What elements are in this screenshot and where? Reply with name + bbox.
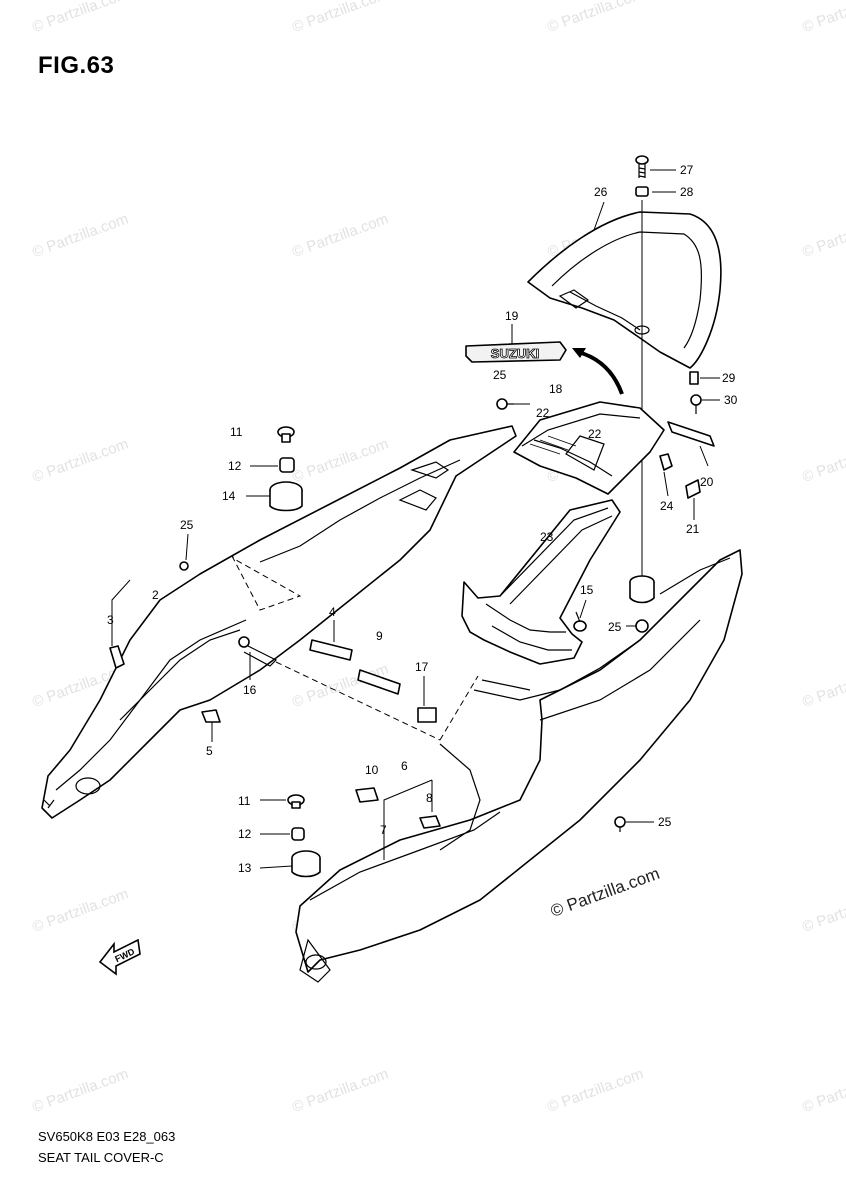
pad-3 [109,645,125,669]
callout-18: 18 [549,382,563,396]
pad-5 [201,709,221,723]
collar-lower [291,827,305,841]
screw-15 [573,611,587,632]
fasteners [109,371,715,878]
callout-7: 7 [380,823,387,837]
callout-17: 17 [415,660,429,674]
callout-27: 27 [680,163,694,177]
callout-26: 26 [594,185,608,199]
callout-19: 19 [505,309,519,323]
callout-3: 3 [107,613,114,627]
inner-rear-fender [461,499,621,665]
screw-25-b [179,561,189,571]
callout-29: 29 [722,371,736,385]
callout-25: 25 [493,368,507,382]
left-seat-rail-cover [41,425,517,819]
callout-16: 16 [243,683,257,697]
pad-8 [419,815,441,829]
screw-25-c [635,619,649,633]
drawing-name: SEAT TAIL COVER-C [38,1150,164,1165]
screw-30 [690,394,702,414]
callout-22: 22 [536,406,550,420]
callout-25: 25 [180,518,194,532]
callout-23: 23 [540,530,554,544]
callout-13: 13 [238,861,252,875]
handle-nut [635,186,649,197]
emblem-text: SUZUKI [491,346,539,361]
strip-4 [309,639,353,661]
callout-15: 15 [580,583,594,597]
pad-21 [685,479,701,499]
callout-22: 22 [588,427,602,441]
callout-6: 6 [401,759,408,773]
assembly-guide-lines [231,555,479,741]
strip-9 [357,669,401,695]
handle-bolt [635,155,649,178]
callout-2: 2 [152,588,159,602]
callout-9: 9 [376,629,383,643]
cushion-upper [269,481,303,512]
collar-upper [279,457,295,473]
figure-title: FIG.63 [38,52,115,79]
callout-12: 12 [228,459,242,473]
callout-14: 14 [222,489,236,503]
rubber-strip-20 [667,421,715,447]
callout-20: 20 [700,475,714,489]
tail-grab-handle [527,211,722,369]
callout-10: 10 [365,763,379,777]
cushion-lower [291,850,321,878]
callout-12: 12 [238,827,252,841]
callout-4: 4 [329,605,336,619]
callout-21: 21 [686,522,700,536]
screw-upper [277,426,295,443]
assembly-arrow [572,348,624,395]
bracket-16 [238,636,278,667]
callout-24: 24 [660,499,674,513]
screw-lower [287,794,305,809]
suzuki-emblem: SUZUKI [465,341,567,363]
clip-29 [689,371,699,385]
cushion-axis [629,575,655,604]
callout-30: 30 [724,393,738,407]
center-tail-cover [513,401,665,495]
drawing-code: SV650K8 E03 E28_063 [38,1129,176,1144]
pad-10 [355,787,379,803]
callout-11: 11 [230,425,243,439]
callout-8: 8 [426,791,433,805]
callout-11: 11 [238,794,251,808]
callout-28: 28 [680,185,694,199]
callout-25: 25 [658,815,672,829]
nut-24 [659,453,673,471]
right-tail-cover [295,549,743,983]
screw-25-d [614,816,626,832]
forward-direction-arrow: FWD [98,938,141,976]
callout-25: 25 [608,620,622,634]
clip-17 [417,707,437,723]
callout-leaders [111,169,720,869]
callout-5: 5 [206,744,213,758]
